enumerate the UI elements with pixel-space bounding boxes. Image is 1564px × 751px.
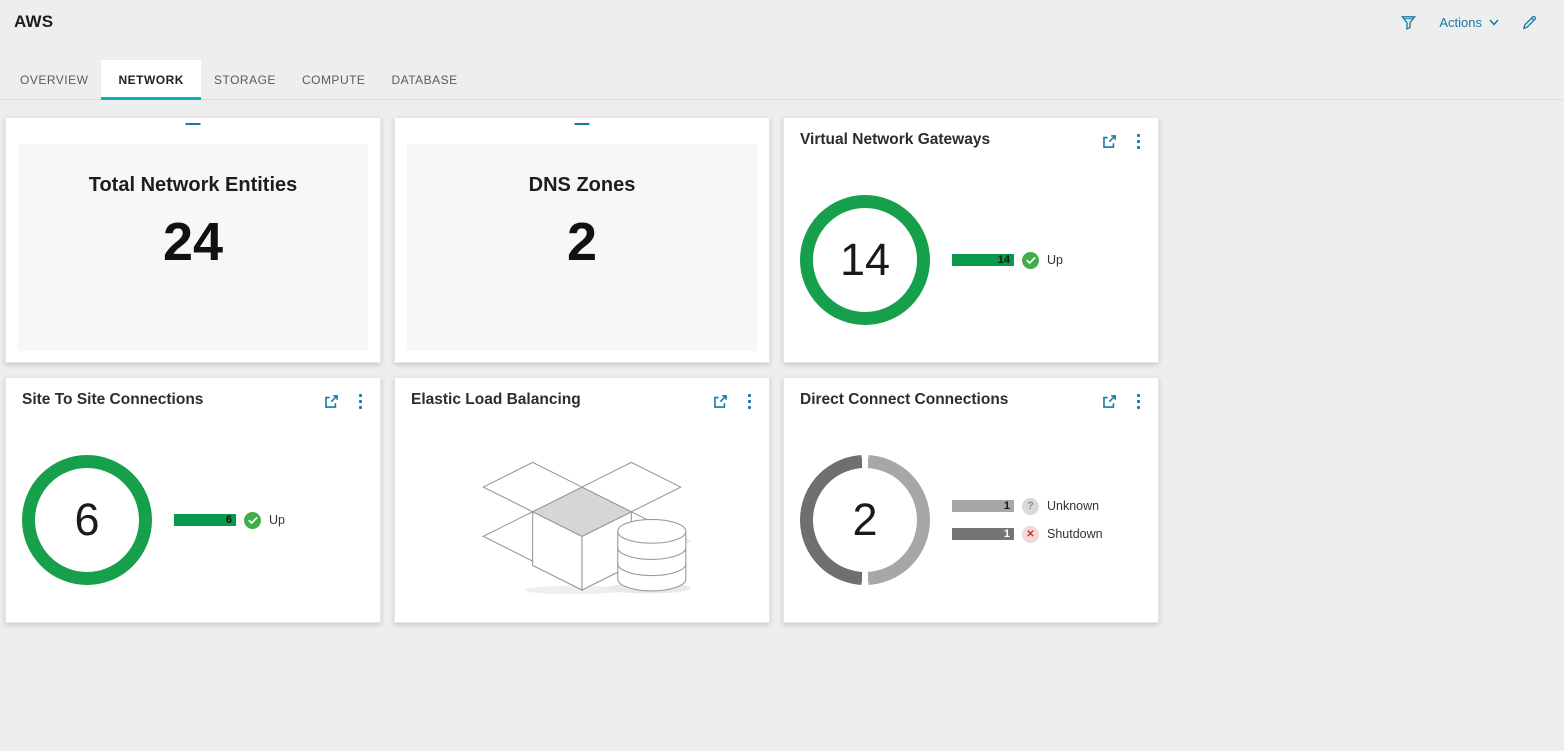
tab-database[interactable]: DATABASE: [391, 73, 458, 87]
kebab-menu-icon[interactable]: [1135, 393, 1142, 410]
open-external-icon[interactable]: [323, 393, 340, 410]
card-actions: [1101, 131, 1142, 150]
kebab-menu-icon[interactable]: [357, 393, 364, 410]
chart-legend: 14 Up: [952, 251, 1063, 269]
filter-icon[interactable]: [1400, 14, 1417, 31]
widget-title: Total Network Entities: [88, 174, 298, 196]
widget-value: 24: [162, 212, 224, 272]
legend-row-up: 6 Up: [174, 511, 285, 529]
card-site-to-site-connections: Site To Site Connections 6 6: [5, 377, 381, 623]
widget-title: Site To Site Connections: [22, 391, 204, 408]
card-header: Elastic Load Balancing: [411, 391, 753, 410]
donut-total: 6: [74, 494, 100, 545]
empty-box-illustration: [482, 461, 691, 595]
legend-bar: 1: [952, 528, 1014, 540]
tab-overview[interactable]: OVERVIEW: [20, 73, 89, 87]
card-total-network-entities: Total Network Entities 24: [5, 117, 381, 363]
card-elastic-load-balancing: Elastic Load Balancing: [394, 377, 770, 623]
number-panel: Total Network Entities 24: [18, 144, 368, 351]
donut-chart: 14 14 Up: [800, 195, 1142, 325]
unknown-question-icon: ?: [1022, 497, 1039, 515]
widget-title: Virtual Network Gateways: [800, 131, 991, 148]
tab-storage[interactable]: STORAGE: [213, 73, 276, 87]
legend-bar: 14: [952, 254, 1014, 266]
donut-chart: 6 6 Up: [22, 455, 364, 585]
donut-ring: 14: [800, 195, 930, 325]
card-dns-zones: DNS Zones 2: [394, 117, 770, 363]
donut-total: 2: [852, 494, 878, 545]
chart-legend: 6 Up: [174, 511, 285, 529]
legend-row-shutdown: 1 ✕ Shutdown: [952, 525, 1103, 543]
drag-handle-icon[interactable]: [185, 123, 201, 125]
card-header: Direct Connect Connections: [800, 391, 1142, 410]
status-label: Up: [269, 513, 285, 527]
card-actions: [1101, 391, 1142, 410]
actions-button-label: Actions: [1439, 14, 1482, 30]
page-title: AWS: [14, 12, 54, 31]
drag-handle-icon[interactable]: [574, 123, 590, 125]
status-label: Unknown: [1047, 499, 1100, 513]
open-external-icon[interactable]: [1101, 133, 1118, 150]
donut-total: 14: [839, 234, 891, 285]
up-check-icon: [1022, 251, 1039, 269]
tab-network[interactable]: NETWORK: [101, 60, 201, 100]
legend-row-up: 14 Up: [952, 251, 1063, 269]
chart-legend: 1 ? Unknown 1 ✕ Shutdown: [952, 497, 1103, 543]
empty-state: [411, 436, 753, 596]
tab-compute[interactable]: COMPUTE: [301, 73, 366, 87]
up-check-icon: [244, 511, 261, 529]
widget-title: Direct Connect Connections: [800, 391, 1009, 408]
donut-ring: 2: [800, 455, 930, 585]
status-label: Up: [1047, 253, 1063, 267]
card-actions: [323, 391, 364, 410]
donut-chart: 2 1 ? Unknown 1 ✕ Shutdown: [800, 455, 1142, 585]
widget-title: Elastic Load Balancing: [411, 391, 581, 408]
card-header: Site To Site Connections: [22, 391, 364, 410]
number-panel: DNS Zones 2: [407, 144, 757, 351]
chevron-down-icon: [1489, 19, 1499, 26]
card-direct-connect-connections: Direct Connect Connections 2: [783, 377, 1159, 623]
open-external-icon[interactable]: [712, 393, 729, 410]
topbar: AWS Actions: [0, 0, 1564, 44]
legend-row-unknown: 1 ? Unknown: [952, 497, 1103, 515]
status-label: Shutdown: [1047, 527, 1103, 541]
card-actions: [712, 391, 753, 410]
tab-bar: OVERVIEW NETWORK STORAGE COMPUTE DATABAS…: [0, 60, 1564, 100]
actions-button[interactable]: Actions: [1439, 15, 1499, 30]
open-external-icon[interactable]: [1101, 393, 1118, 410]
widget-value: 2: [566, 212, 598, 272]
kebab-menu-icon[interactable]: [746, 393, 753, 410]
kebab-menu-icon[interactable]: [1135, 133, 1142, 150]
donut-ring: 6: [22, 455, 152, 585]
card-header: Virtual Network Gateways: [800, 131, 1142, 150]
legend-bar: 6: [174, 514, 236, 526]
widget-title: DNS Zones: [528, 174, 636, 196]
topbar-actions: Actions: [1400, 14, 1538, 31]
shutdown-x-icon: ✕: [1022, 525, 1039, 543]
dashboard-grid: Total Network Entities 24 DNS Zones 2 Vi…: [5, 117, 1159, 623]
edit-pencil-icon[interactable]: [1521, 14, 1538, 31]
legend-bar: 1: [952, 500, 1014, 512]
card-virtual-network-gateways: Virtual Network Gateways 14 14: [783, 117, 1159, 363]
